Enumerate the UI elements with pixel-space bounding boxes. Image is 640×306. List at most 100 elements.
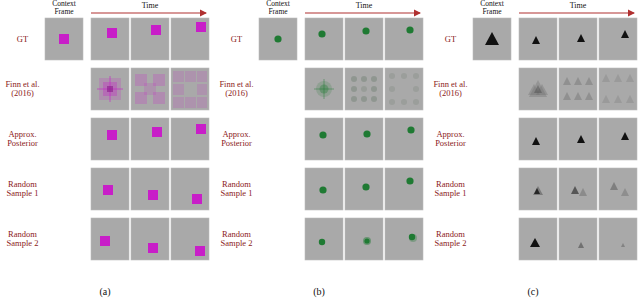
frame-shape (389, 99, 395, 105)
frame-shape (401, 73, 407, 79)
frame-shape (599, 68, 637, 110)
frame-shape (345, 68, 383, 110)
frame-shape (614, 74, 622, 82)
frame-shape (152, 127, 162, 137)
video-frame (131, 168, 169, 210)
row-label: Approx. Posterior (429, 130, 472, 148)
row-label: Random Sample 2 (215, 230, 258, 248)
frame-shape (171, 118, 209, 160)
frame-shape (371, 86, 377, 92)
frame-shape (602, 74, 610, 82)
panel-caption: (b) (214, 286, 424, 298)
video-frame (305, 218, 343, 260)
video-frame (171, 68, 209, 110)
frame-shape (362, 27, 369, 34)
frame-shape (614, 95, 622, 103)
video-frame (519, 218, 557, 260)
frame-shape (131, 68, 169, 110)
frame-shape (409, 234, 417, 242)
frame-shape (621, 30, 629, 38)
frame-shape (103, 185, 113, 195)
video-frame (345, 68, 383, 110)
frame-shape (305, 118, 343, 160)
frame-shape (534, 85, 542, 93)
video-frame (559, 18, 597, 60)
row-label: Random Sample 1 (1, 180, 44, 198)
frame-shape (578, 242, 584, 248)
frame-shape (185, 71, 196, 82)
frame-shape (107, 86, 113, 92)
frame-shape (485, 32, 499, 45)
video-frame (473, 18, 511, 60)
column-header: Context Frame (45, 0, 83, 16)
frame-shape (385, 118, 423, 160)
column-header: Context Frame (259, 0, 297, 16)
frame-shape (563, 92, 571, 100)
frame-shape (559, 118, 597, 160)
video-frame (305, 118, 343, 160)
video-frame (91, 18, 129, 60)
video-frame (171, 218, 209, 260)
video-frame (519, 168, 557, 210)
row-label: Random Sample 1 (215, 180, 258, 198)
frame-shape (274, 35, 281, 42)
frame-shape (559, 68, 597, 110)
frame-shape (574, 92, 582, 100)
frame-shape (621, 132, 629, 140)
frame-shape (519, 68, 557, 110)
frame-shape (559, 168, 597, 210)
frame-shape (319, 239, 325, 245)
frame-shape (559, 218, 597, 260)
frame-shape (599, 168, 637, 210)
row-label: Random Sample 2 (1, 230, 44, 248)
video-frame (385, 18, 423, 60)
video-frame (345, 118, 383, 160)
row-label: Approx. Posterior (1, 130, 44, 148)
frame-shape (585, 92, 593, 100)
video-frame (259, 18, 297, 60)
frame-shape (195, 246, 205, 256)
frame-shape (185, 97, 196, 108)
video-frame (131, 218, 169, 260)
frame-shape (571, 186, 579, 194)
frame-shape (406, 177, 413, 184)
frame-shape (599, 118, 637, 160)
video-frame (305, 68, 343, 110)
video-frame (91, 168, 129, 210)
video-frame (599, 118, 637, 160)
time-axis-label: Time (519, 1, 637, 10)
frame-shape (196, 22, 206, 32)
frame-shape (314, 89, 334, 90)
video-frame (519, 118, 557, 160)
frame-shape (371, 76, 377, 82)
frame-shape (196, 124, 206, 134)
video-frame (385, 168, 423, 210)
video-frame (171, 18, 209, 60)
frame-shape (345, 168, 383, 210)
frame-shape (401, 99, 407, 105)
frame-shape (148, 190, 158, 200)
frame-shape (577, 135, 585, 143)
frame-shape (385, 168, 423, 210)
video-frame (599, 68, 637, 110)
frame-shape (305, 18, 343, 60)
video-frame (131, 118, 169, 160)
video-frame (305, 18, 343, 60)
video-frame (345, 168, 383, 210)
frame-shape (519, 118, 557, 160)
row-label: Approx. Posterior (215, 130, 258, 148)
row-label: GT (429, 35, 472, 44)
video-frame (131, 18, 169, 60)
video-frame (385, 218, 423, 260)
row-label: Finn et al. (2016) (429, 80, 472, 98)
frame-shape (305, 68, 343, 110)
frame-shape (519, 18, 557, 60)
video-frame (519, 18, 557, 60)
frame-shape (100, 236, 110, 246)
frame-shape (371, 96, 377, 102)
frame-shape (197, 71, 207, 82)
frame-shape (197, 97, 207, 108)
frame-shape (173, 71, 184, 82)
frame-shape (532, 36, 540, 44)
